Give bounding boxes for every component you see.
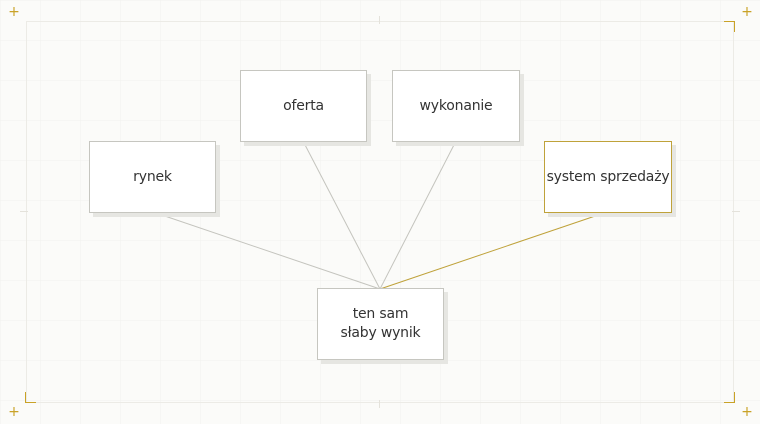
plus-icon-top-left: +	[8, 4, 20, 20]
frame-tick-top	[379, 16, 380, 24]
corner-bracket-bottom-right	[724, 392, 735, 403]
node-rynek: rynek	[89, 141, 216, 213]
node-oferta: oferta	[240, 70, 367, 142]
plus-icon-bottom-left: +	[8, 404, 20, 420]
plus-icon-bottom-right: +	[741, 404, 753, 420]
connector-oferta	[302, 140, 381, 290]
plus-icon-top-right: +	[741, 4, 753, 20]
corner-bracket-top-right	[724, 21, 735, 32]
connector-system	[379, 211, 608, 290]
node-result: ten sam słaby wynik	[317, 288, 444, 360]
frame-tick-bottom	[379, 400, 380, 408]
connector-wykonanie	[379, 140, 457, 290]
node-system-sprzedazy-label: system sprzedaży	[546, 168, 670, 185]
frame-tick-left	[20, 211, 28, 212]
node-result-label: ten sam słaby wynik	[340, 306, 421, 341]
corner-bracket-bottom-left	[25, 392, 36, 403]
node-wykonanie-label: wykonanie	[419, 97, 493, 114]
connector-rynek	[152, 211, 381, 290]
node-oferta-label: oferta	[283, 97, 324, 114]
slide-frame	[26, 21, 734, 403]
node-rynek-label: rynek	[133, 168, 172, 185]
frame-tick-right	[732, 211, 740, 212]
node-wykonanie: wykonanie	[392, 70, 520, 142]
node-system-sprzedazy: system sprzedaży	[544, 141, 672, 213]
